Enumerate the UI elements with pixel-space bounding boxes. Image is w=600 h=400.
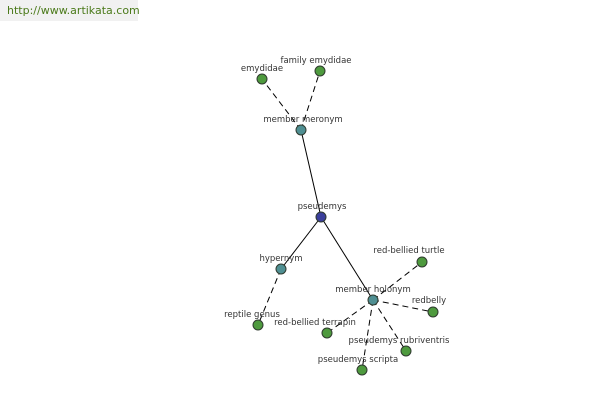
node-redbelly[interactable]	[427, 306, 439, 318]
edge-member-holonym-to-red-bellied-terrapin	[326, 299, 374, 334]
node-pseudemys[interactable]	[315, 211, 327, 223]
node-label-pseudemys-scripta[interactable]: pseudemys scripta	[318, 355, 398, 365]
edge-member-holonym-to-pseudemys-rubriventris	[372, 299, 407, 352]
node-label-red-bellied-turtle[interactable]: red-bellied turtle	[373, 246, 444, 256]
node-member-holonym[interactable]	[367, 294, 379, 306]
node-label-member-meronym[interactable]: member meronym	[263, 115, 342, 125]
node-label-red-bellied-terrapin[interactable]: red-bellied terrapin	[274, 318, 356, 328]
node-red-bellied-terrapin[interactable]	[321, 327, 333, 339]
node-label-hypernym[interactable]: hypernym	[259, 254, 302, 264]
node-label-reptile-genus[interactable]: reptile genus	[224, 310, 280, 320]
edge-member-holonym-to-pseudemys-scripta	[361, 299, 374, 371]
edge-member-holonym-to-red-bellied-turtle	[372, 261, 423, 301]
edge-member-meronym-to-family-emydidae	[300, 70, 321, 131]
node-hypernym[interactable]	[275, 263, 287, 275]
site-url[interactable]: http://www.artikata.com	[0, 0, 140, 21]
graph-labels: pseudemys member meronym hypernym member ho…	[224, 56, 450, 365]
node-label-pseudemys-rubriventris[interactable]: pseudemys rubriventris	[349, 336, 450, 346]
edge-pseudemys-to-member-meronym	[300, 129, 322, 218]
node-red-bellied-turtle[interactable]	[416, 256, 428, 268]
node-pseudemys-rubriventris[interactable]	[400, 345, 412, 357]
node-pseudemys-scripta[interactable]	[356, 364, 368, 376]
node-label-member-holonym[interactable]: member holonym	[335, 285, 410, 295]
node-label-pseudemys[interactable]: pseudemys	[298, 202, 347, 212]
edge-pseudemys-to-hypernym	[280, 216, 322, 270]
edge-hypernym-to-reptile-genus	[257, 268, 282, 326]
node-family-emydidae[interactable]	[314, 65, 326, 77]
node-label-family-emydidae[interactable]: family emydidae	[280, 56, 351, 66]
graph-nodes	[252, 65, 439, 376]
node-label-redbelly[interactable]: redbelly	[412, 296, 446, 306]
edge-pseudemys-to-member-holonym	[320, 216, 374, 301]
node-label-emydidae[interactable]: emydidae	[241, 64, 283, 74]
node-reptile-genus[interactable]	[252, 319, 264, 331]
graph-edges	[257, 70, 434, 371]
node-member-meronym[interactable]	[295, 124, 307, 136]
edge-member-meronym-to-emydidae	[261, 78, 302, 131]
node-emydidae[interactable]	[256, 73, 268, 85]
edge-member-holonym-to-redbelly	[372, 299, 434, 313]
